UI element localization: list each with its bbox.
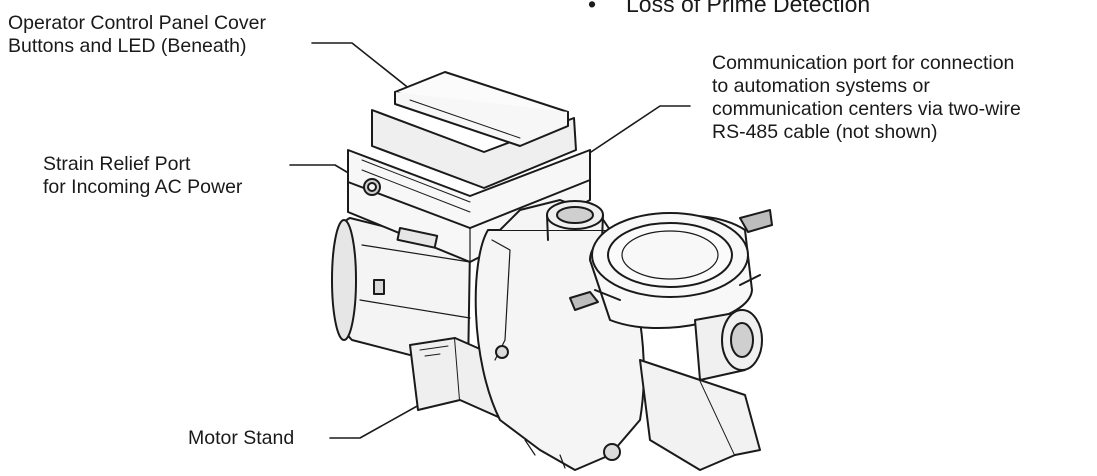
callout-control-panel-cover: Operator Control Panel Cover Buttons and… bbox=[8, 12, 266, 58]
callout-comm-port-line1: Communication port for connection bbox=[712, 52, 1015, 74]
outlet-port-side bbox=[694, 309, 763, 381]
callout-control-panel-line2: Buttons and LED (Beneath) bbox=[8, 35, 247, 57]
callout-comm-port-line2: to automation systems or bbox=[712, 75, 930, 97]
bullet-item-loss-of-prime: • Loss of Prime Detection bbox=[588, 0, 870, 17]
callout-motor-stand-line1: Motor Stand bbox=[188, 427, 295, 449]
housing-base bbox=[639, 359, 761, 471]
strainer-lid bbox=[569, 209, 773, 330]
motor-body bbox=[331, 217, 471, 371]
callout-strain-relief-line1: Strain Relief Port bbox=[43, 153, 191, 175]
leader-line-comm-port bbox=[581, 105, 691, 159]
callout-comm-port-line3: communication centers via two-wire bbox=[712, 98, 1021, 120]
callout-motor-stand: Motor Stand bbox=[188, 427, 294, 450]
callout-strain-relief-line2: for Incoming AC Power bbox=[43, 176, 243, 198]
drive-enclosure bbox=[347, 71, 591, 263]
inlet-port-top bbox=[546, 200, 604, 241]
callout-strain-relief-port: Strain Relief Port for Incoming AC Power bbox=[43, 153, 242, 199]
leader-line-motor-stand bbox=[329, 399, 429, 439]
callout-communication-port: Communication port for connection to aut… bbox=[712, 52, 1021, 144]
bullet-text: Loss of Prime Detection bbox=[626, 0, 871, 17]
bullet-marker: • bbox=[588, 0, 597, 17]
callout-comm-port-line4: RS-485 cable (not shown) bbox=[712, 121, 938, 143]
callout-control-panel-line1: Operator Control Panel Cover bbox=[8, 12, 266, 34]
